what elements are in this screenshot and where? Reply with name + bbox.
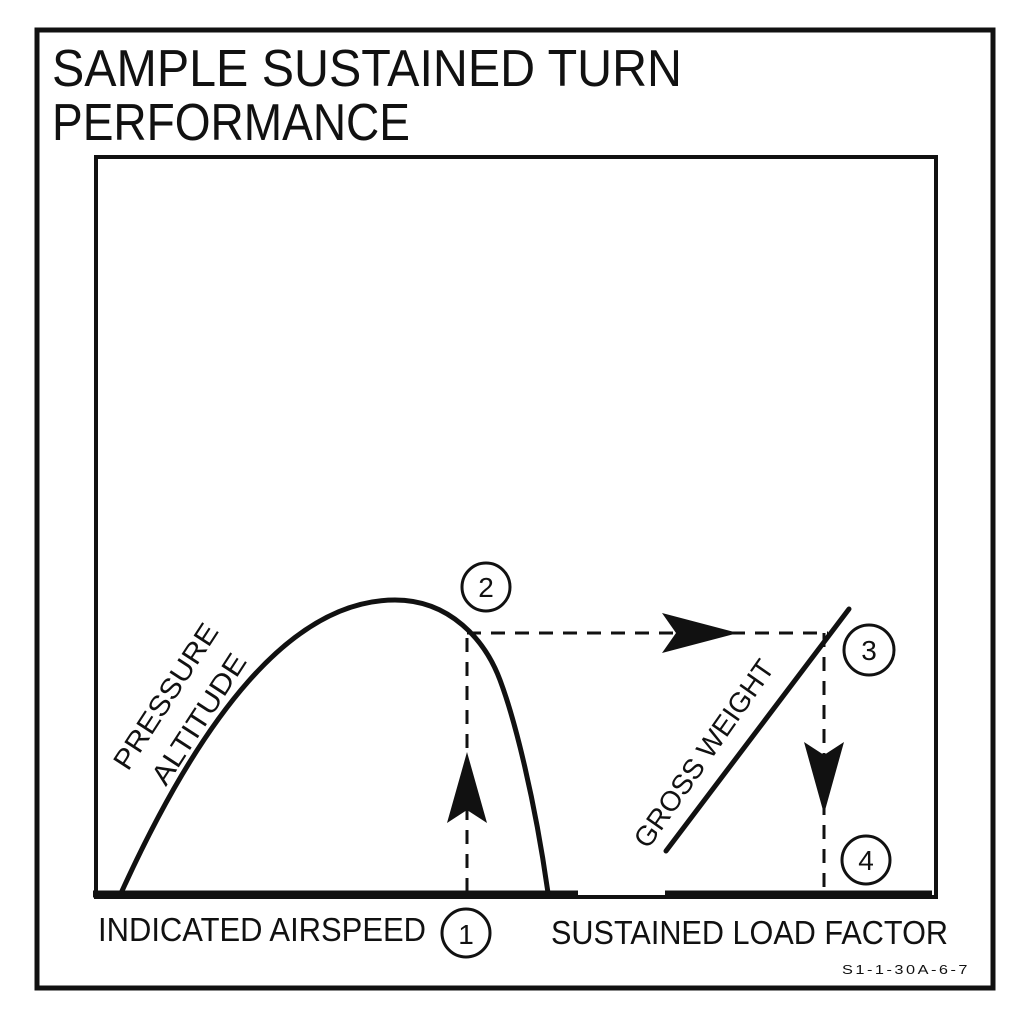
marker-3-label: 3 bbox=[861, 635, 877, 666]
gross-weight-line bbox=[663, 606, 852, 854]
marker-3: 3 bbox=[842, 623, 896, 677]
marker-4: 4 bbox=[840, 834, 892, 886]
title-line-2: PERFORMANCE bbox=[52, 94, 410, 152]
title-line-1: SAMPLE SUSTAINED TURN bbox=[52, 40, 682, 98]
marker-1: 1 bbox=[440, 907, 492, 959]
up-arrow-icon bbox=[447, 752, 487, 823]
pressure-altitude-label: PRESSURE ALTITUDE bbox=[107, 617, 253, 790]
marker-2-label: 2 bbox=[478, 572, 494, 603]
outer-frame bbox=[34, 27, 996, 991]
marker-2: 2 bbox=[460, 561, 512, 613]
gross-weight-label: GROSS WEIGHT bbox=[628, 654, 781, 854]
gross-weight-text: GROSS WEIGHT bbox=[628, 654, 781, 854]
plot-frame bbox=[94, 155, 938, 899]
indicated-airspeed-label: INDICATED AIRSPEED bbox=[98, 911, 426, 948]
marker-1-label: 1 bbox=[458, 919, 474, 950]
right-arrow-icon bbox=[662, 613, 738, 653]
figure-code: S1-1-30A-6-7 bbox=[842, 962, 970, 977]
down-arrow-icon bbox=[804, 742, 844, 814]
sustained-load-factor-label: SUSTAINED LOAD FACTOR bbox=[551, 914, 948, 951]
marker-4-label: 4 bbox=[858, 845, 874, 876]
pressure-altitude-curve bbox=[119, 597, 551, 896]
